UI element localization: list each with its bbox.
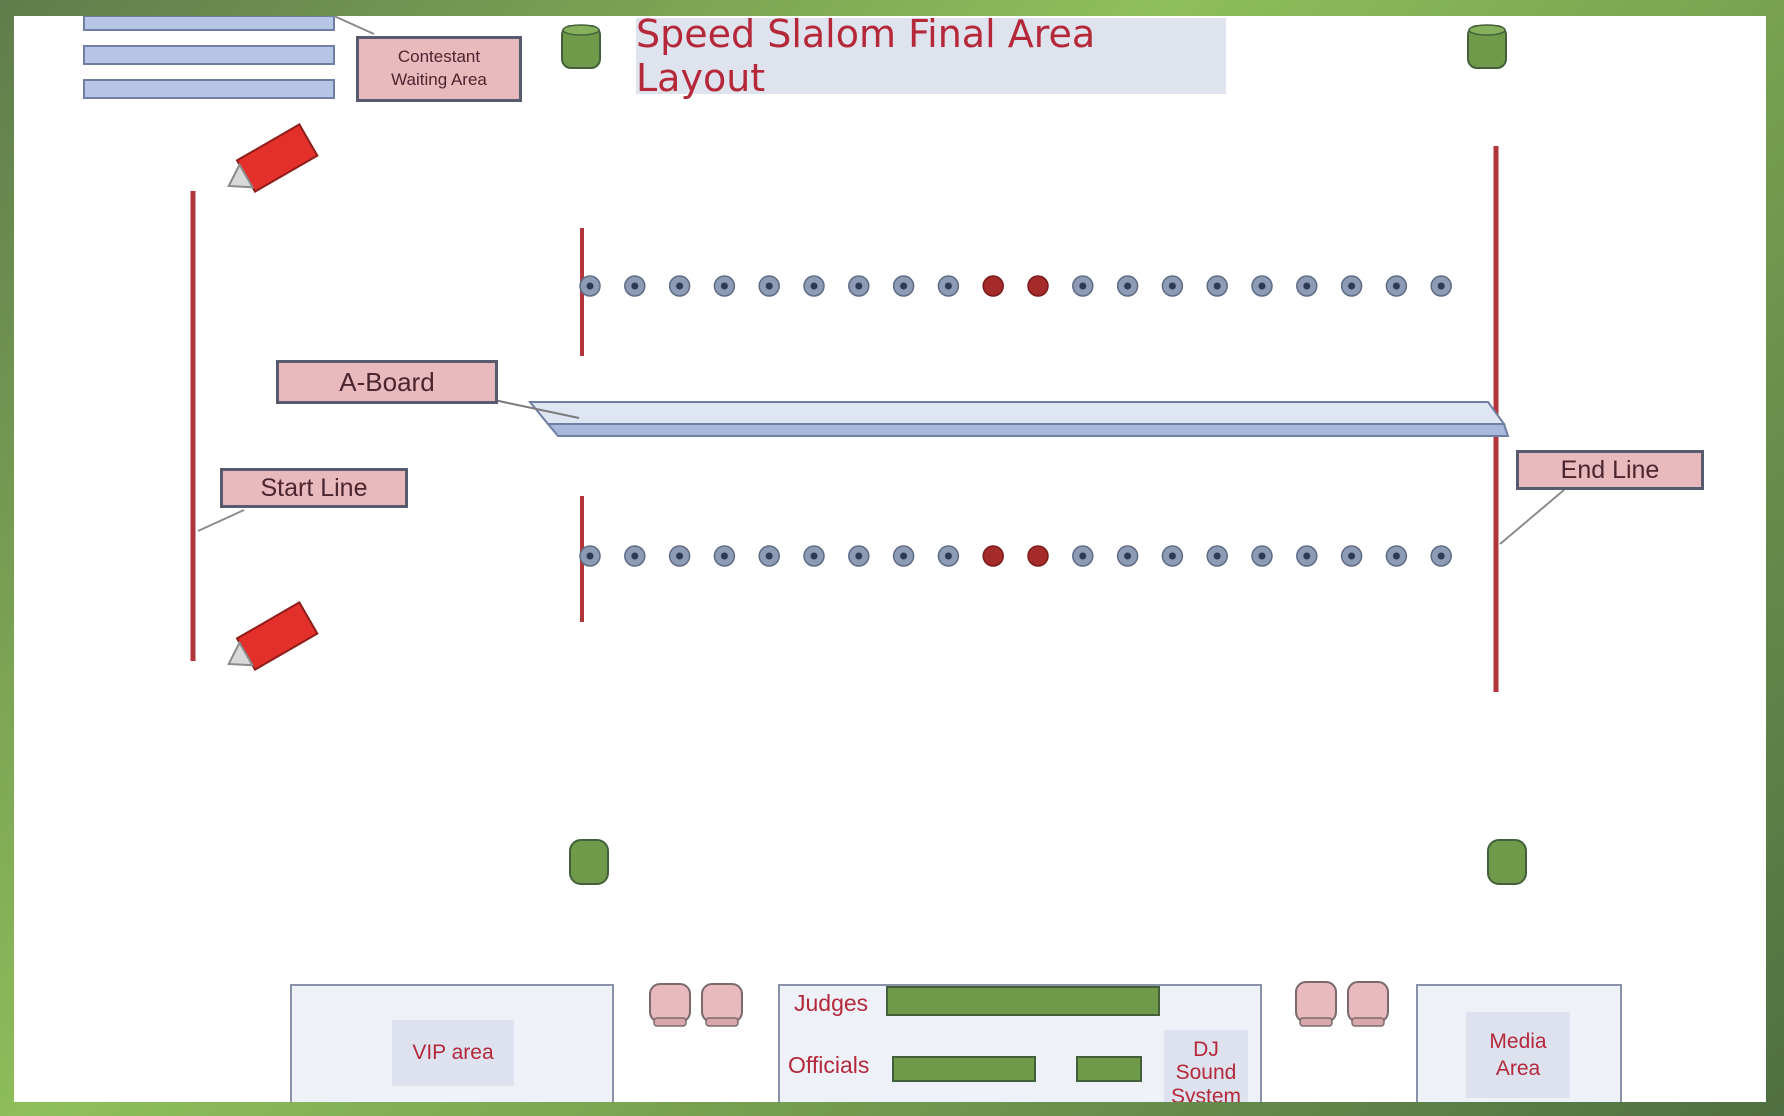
- cone-top-15: [1206, 275, 1228, 297]
- dj-label-line3: System: [1170, 1084, 1241, 1102]
- media-area-label-box: Media Area: [1466, 1012, 1570, 1098]
- barrel-top-right: [1467, 24, 1507, 69]
- media-label-line1: Media: [1489, 1029, 1547, 1053]
- cone-top-5: [758, 275, 780, 297]
- waiting-bench-3: [83, 79, 335, 99]
- a-board-label: A-Board: [276, 360, 498, 404]
- cone-top-18: [1340, 275, 1363, 297]
- barrel-bottom-right: [1487, 839, 1527, 885]
- cone-top-13: [1116, 275, 1139, 297]
- cone-bottom-20: [1430, 545, 1452, 567]
- dj-label-line1: DJ: [1193, 1038, 1219, 1062]
- cone-bottom-14: [1161, 545, 1184, 567]
- cone-bottom-8: [892, 545, 915, 567]
- cone-top-9: [937, 275, 960, 297]
- diagram-canvas: Speed Slalom Final Area Layout: [14, 16, 1766, 1102]
- cone-top-17: [1296, 275, 1318, 297]
- officials-label: Officials: [788, 1052, 870, 1078]
- cone-top-1: [579, 275, 601, 297]
- diagram-title: Speed Slalom Final Area Layout: [636, 16, 1096, 100]
- start-line-label: Start Line: [220, 468, 408, 508]
- cone-bottom-16: [1251, 545, 1273, 567]
- waiting-bench-1: [83, 16, 335, 31]
- a-board-pointer: [493, 399, 580, 419]
- vip-area-label: VIP area: [412, 1041, 494, 1065]
- cone-top-19: [1385, 275, 1408, 297]
- cone-bottom-2: [624, 545, 646, 567]
- title-box: Speed Slalom Final Area Layout: [636, 16, 1226, 100]
- dj-sound-system-box: DJ Sound System: [1164, 1030, 1248, 1102]
- cone-top-8: [892, 275, 915, 297]
- vip-area-label-box: VIP area: [392, 1020, 514, 1086]
- camera-bottom: [227, 601, 319, 671]
- judges-label: Judges: [794, 990, 869, 1016]
- cone-bottom-3: [668, 545, 691, 567]
- waiting-bench-2: [83, 45, 335, 65]
- cone-top-12: [1072, 275, 1094, 297]
- chair-4: [1347, 981, 1389, 1027]
- chair-3: [1295, 981, 1337, 1027]
- start-line-label-text: Start Line: [260, 473, 368, 502]
- camera-top: [227, 123, 319, 193]
- layout-drawing: [83, 16, 1565, 1027]
- cone-top-4: [713, 275, 736, 297]
- cone-bottom-12: [1072, 545, 1094, 567]
- cone-top-11-red: [1027, 275, 1049, 297]
- cone-bottom-9: [937, 545, 960, 567]
- cone-bottom-19: [1385, 545, 1408, 567]
- cone-row-bottom: [579, 545, 1452, 567]
- contestant-waiting-area-label: Contestant Waiting Area: [356, 36, 522, 102]
- cone-bottom-6: [803, 545, 825, 567]
- cone-top-3: [668, 275, 691, 297]
- end-line-pointer: [1499, 489, 1565, 545]
- cone-bottom-1: [579, 545, 601, 567]
- cone-bottom-17: [1296, 545, 1318, 567]
- cone-bottom-13: [1116, 545, 1139, 567]
- end-line-label-text: End Line: [1560, 455, 1660, 484]
- cone-bottom-4: [713, 545, 736, 567]
- cone-row-top: [579, 275, 1452, 297]
- cone-bottom-15: [1206, 545, 1228, 567]
- cone-bottom-5: [758, 545, 780, 567]
- a-board-label-text: A-Board: [339, 366, 435, 397]
- cone-bottom-10-red: [982, 545, 1004, 567]
- cone-top-16: [1251, 275, 1273, 297]
- chair-2: [701, 983, 743, 1027]
- media-area: Media Area: [1416, 984, 1622, 1102]
- cone-top-7: [848, 275, 870, 297]
- vip-area: VIP area: [290, 984, 614, 1102]
- cone-top-2: [624, 275, 646, 297]
- end-line-label: End Line: [1516, 450, 1704, 490]
- waiting-pointer: [333, 16, 375, 35]
- barrel-top-left: [561, 24, 601, 69]
- judges-table: [886, 986, 1160, 1016]
- cone-bottom-18: [1340, 545, 1363, 567]
- dj-table: [1076, 1056, 1142, 1082]
- chair-1: [649, 983, 691, 1027]
- barrel-bottom-left: [569, 839, 609, 885]
- cone-top-20: [1430, 275, 1452, 297]
- waiting-label-line2: Waiting Area: [391, 70, 487, 89]
- dj-label-line2: Sound: [1175, 1061, 1237, 1085]
- waiting-label-line1: Contestant: [397, 47, 481, 67]
- start-line-pointer: [197, 509, 245, 532]
- a-board: [527, 401, 1510, 437]
- cone-top-14: [1161, 275, 1184, 297]
- cone-top-6: [803, 275, 825, 297]
- cone-top-10-red: [982, 275, 1004, 297]
- officials-table: [892, 1056, 1036, 1082]
- cone-bottom-7: [848, 545, 870, 567]
- media-label-line2: Area: [1495, 1057, 1541, 1080]
- cone-bottom-11-red: [1027, 545, 1049, 567]
